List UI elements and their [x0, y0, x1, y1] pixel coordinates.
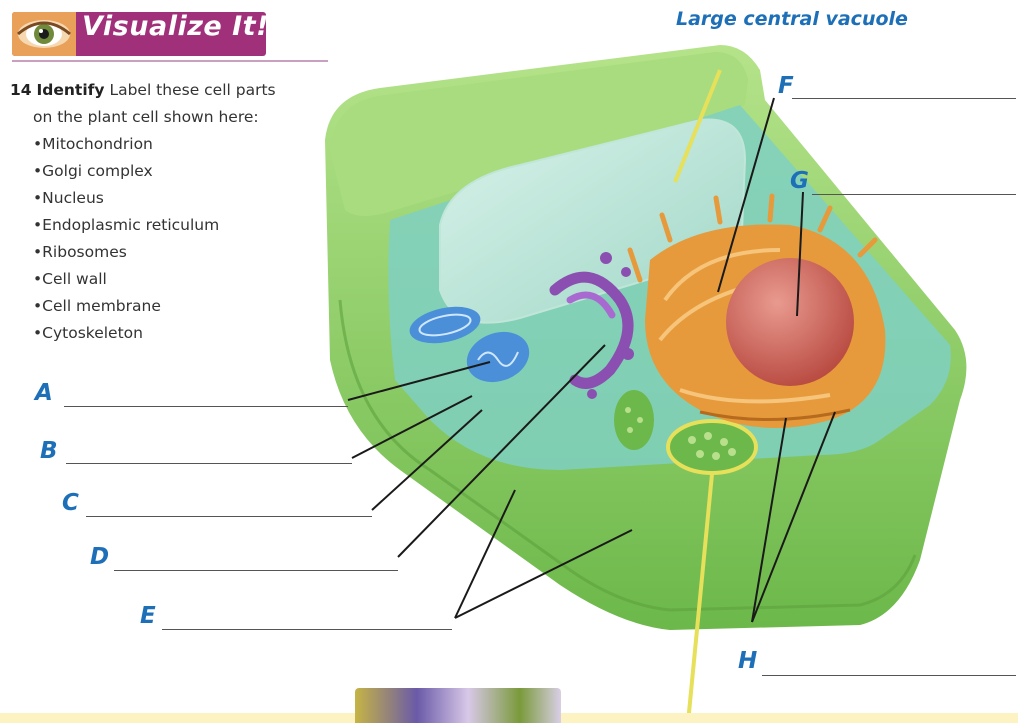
answer-blank-b[interactable] [66, 463, 352, 464]
large-central-vacuole-label: Large central vacuole [676, 8, 908, 30]
answer-blank-c[interactable] [86, 516, 372, 517]
chloroplast [668, 421, 756, 473]
answer-blank-d[interactable] [114, 570, 398, 571]
label-letter-c: C [62, 490, 79, 516]
label-letter-b: B [40, 438, 58, 464]
label-letter-g: G [790, 168, 809, 194]
label-letter-f: F [778, 73, 794, 99]
answer-blank-f[interactable] [792, 98, 1016, 99]
answer-blank-e[interactable] [162, 629, 452, 630]
label-letter-a: A [35, 380, 53, 406]
nucleus [726, 258, 854, 386]
answer-blank-a[interactable] [64, 406, 348, 407]
chloroplast [614, 390, 654, 450]
label-letter-d: D [90, 544, 109, 570]
answer-blank-h[interactable] [762, 675, 1016, 676]
label-letter-h: H [738, 648, 757, 674]
micrograph-thumbnail [355, 688, 561, 723]
label-letter-e: E [140, 603, 156, 629]
answer-blank-g[interactable] [812, 194, 1016, 195]
